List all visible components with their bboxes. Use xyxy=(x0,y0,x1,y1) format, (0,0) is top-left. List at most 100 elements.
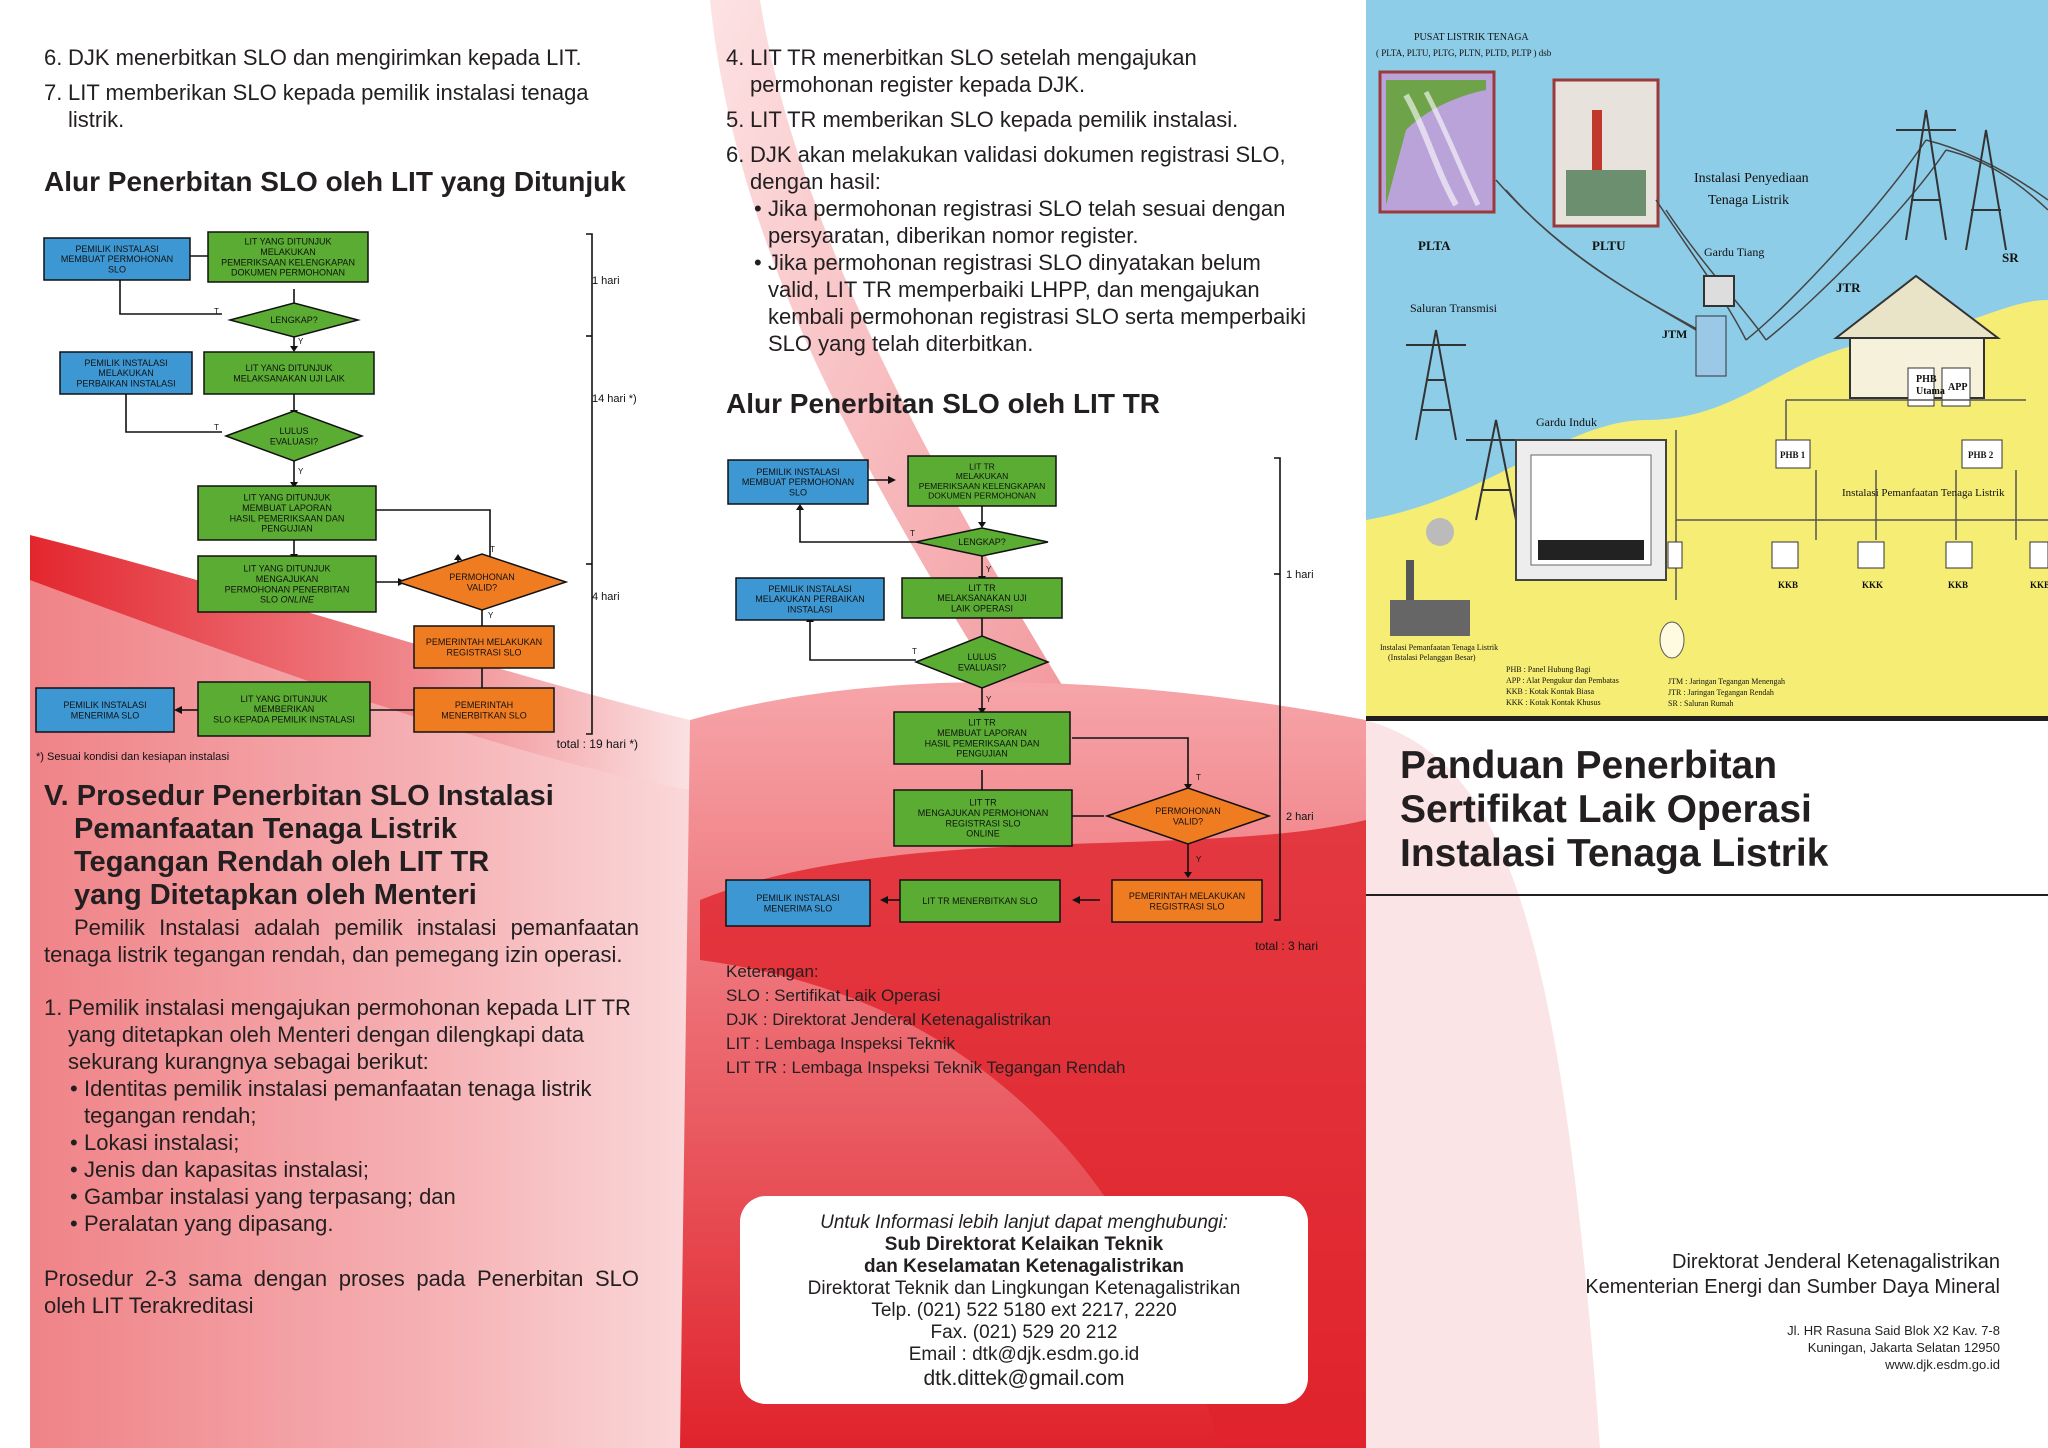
label-plta: PLTA xyxy=(1418,238,1451,253)
flow-title-lit: Alur Penerbitan SLO oleh LIT yang Ditunj… xyxy=(44,166,626,197)
contact-email[interactable]: Email : dtk@djk.esdm.go.id xyxy=(908,1344,1140,1365)
socket-icons xyxy=(1667,541,2048,569)
label-ipt-besar: (Instalasi Pelanggan Besar) xyxy=(1388,653,1476,662)
box-lit-uji-laik xyxy=(203,351,375,395)
box-littr-terbitkan xyxy=(899,879,1061,923)
website-link[interactable]: www.djk.esdm.go.id xyxy=(1885,1357,2000,1372)
flow-annotation: *) Sesuai kondisi dan kesiapan instalasi xyxy=(36,751,229,763)
list-item: 4. LIT TR menerbitkan SLO setelah mengaj… xyxy=(726,45,1197,97)
power-system-illustration: PUSAT LISTRIK TENAGA ( PLTA, PLTU, PLTG,… xyxy=(1366,0,2048,716)
sub-bullet: •Jika permohonan registrasi SLO telah se… xyxy=(754,196,1286,248)
bullet-item: •Peralatan yang dipasang. xyxy=(70,1211,334,1236)
contact-intro: Untuk Informasi lebih lanjut dapat mengh… xyxy=(820,1212,1228,1233)
box-pemilik-perbaikan xyxy=(735,577,885,621)
intro-paragraph: Pemilik Instalasi adalah pemilik instala… xyxy=(44,915,639,967)
list-item: 1. Pemilik instalasi mengajukan permohon… xyxy=(44,995,631,1074)
flow-label: LIT TR MENERBITKAN SLO xyxy=(922,896,1037,906)
decision-lulus xyxy=(223,410,365,462)
lamp-icon xyxy=(1659,621,1685,659)
label-saluran: Saluran Transmisi xyxy=(1410,301,1498,315)
decision-lengkap xyxy=(915,527,1049,557)
label-jtm: JTM xyxy=(1662,327,1687,341)
cover-title-line: Panduan Penerbitan xyxy=(1400,744,1778,787)
label-pltu: PLTU xyxy=(1592,238,1626,253)
flow-annotation: total : 3 hari xyxy=(1255,939,1318,953)
diagram-legend-item: APP : Alat Pengukur dan Pembatas xyxy=(1506,676,1619,685)
box-pemilik-permohonan xyxy=(727,459,869,505)
box-pemilik-menerima xyxy=(725,879,871,927)
box-pemilik-permohonan xyxy=(43,237,191,281)
label-pusat-sub: ( PLTA, PLTU, PLTG, PLTN, PLTD, PLTP ) d… xyxy=(1376,48,1552,58)
legend-item: LIT : Lembaga Inspeksi Teknik xyxy=(726,1034,956,1053)
box-lit-pengajuan xyxy=(197,555,377,613)
decision-lulus xyxy=(913,635,1051,689)
label-kkk: KKK xyxy=(1862,580,1883,590)
publisher-ministry: Kementerian Energi dan Sumber Daya Miner… xyxy=(1585,1276,2000,1298)
box-lit-laporan xyxy=(197,485,377,541)
decision-permohonan-valid xyxy=(1104,787,1272,845)
flow-annotation: 2 hari xyxy=(1286,811,1314,823)
cover-title-line: Instalasi Tenaga Listrik xyxy=(1400,832,1829,875)
divider-bottom xyxy=(1366,894,2048,896)
ground-area xyxy=(1366,300,2048,716)
flow-annotation: Y xyxy=(1196,855,1202,864)
flow-annotation: 1 hari xyxy=(592,275,620,287)
label-ipt-besar: Instalasi Pemanfaatan Tenaga Listrik xyxy=(1380,643,1498,652)
label-gardu-induk: Gardu Induk xyxy=(1536,415,1597,429)
bullet-item: •Identitas pemilik instalasi pemanfaatan… xyxy=(70,1076,592,1128)
flow-annotation: total : 19 hari *) xyxy=(557,737,638,751)
diagram-legend-item: KKK : Kotak Kontak Khusus xyxy=(1506,698,1601,707)
flow-annotation: T xyxy=(214,423,219,432)
factory-icon xyxy=(1390,600,1470,636)
label-kkb: KKB xyxy=(1778,580,1798,590)
box-littr-uji-laik xyxy=(901,577,1063,619)
divider-top xyxy=(1366,716,2048,721)
section-title-line: Pemanfaatan Tenaga Listrik xyxy=(74,813,458,845)
box-registrasi xyxy=(1111,879,1263,923)
label-ips: Tenaga Listrik xyxy=(1708,193,1789,208)
label-phb-utama: Utama xyxy=(1916,386,1945,397)
left-column: 6. DJK menerbitkan SLO dan mengirimkan k… xyxy=(44,44,639,198)
box-littr-laporan xyxy=(893,711,1071,765)
box-pemerintah-terbitkan xyxy=(413,687,555,733)
bullet-item: •Jenis dan kapasitas instalasi; xyxy=(70,1157,369,1182)
label-phb-1: PHB 1 xyxy=(1780,450,1806,460)
legend-item: SLO : Sertifikat Laik Operasi xyxy=(726,986,941,1005)
label-sr: SR xyxy=(2002,250,2019,265)
label-phb-2: PHB 2 xyxy=(1968,450,1994,460)
label-jtr: JTR xyxy=(1836,280,1861,295)
contact-tel: Telp. (021) 522 5180 ext 2217, 2220 xyxy=(871,1300,1177,1321)
flow-annotation: T xyxy=(214,307,219,316)
legend: Keterangan: SLO : Sertifikat Laik Operas… xyxy=(726,960,1226,1080)
flow-annotation: Y xyxy=(488,611,494,620)
flow-annotation: 14 hari *) xyxy=(592,393,637,405)
publisher-block: Direktorat Jenderal Ketenagalistrikan Ke… xyxy=(1585,1250,2000,1300)
legend-item: DJK : Direktorat Jenderal Ketenagalistri… xyxy=(726,1010,1052,1029)
cover-title-line: Sertifikat Laik Operasi xyxy=(1400,788,1812,831)
label-gardu-tiang: Gardu Tiang xyxy=(1704,245,1764,259)
address-block: Jl. HR Rasuna Said Blok X2 Kav. 7-8 Kuni… xyxy=(1787,1322,2000,1373)
contact-email-2[interactable]: dtk.dittek@gmail.com xyxy=(923,1367,1125,1390)
section-title-line: V. Prosedur Penerbitan SLO Instalasi xyxy=(44,780,554,812)
contact-fax: Fax. (021) 529 20 212 xyxy=(930,1322,1118,1343)
section-title-line: Tegangan Rendah oleh LIT TR xyxy=(74,846,490,878)
flow-annotation: T xyxy=(910,529,915,538)
sub-bullet: •Jika permohonan registrasi SLO dinyatak… xyxy=(754,250,1307,356)
